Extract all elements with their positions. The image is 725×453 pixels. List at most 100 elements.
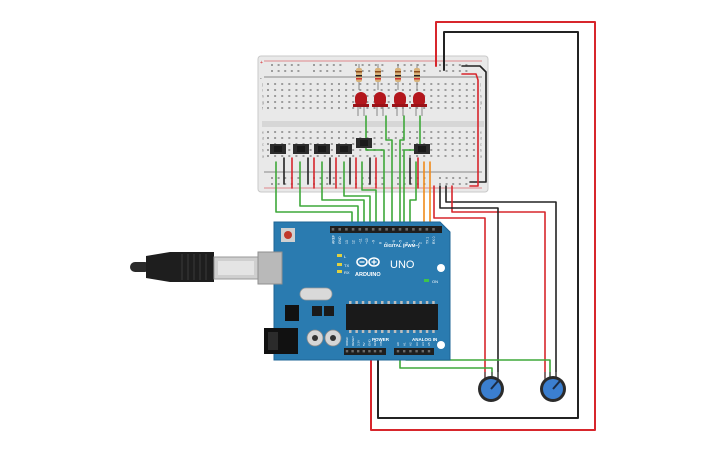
wire-green-led2[interactable] (385, 115, 393, 233)
analog-pin-label: A4 (421, 342, 425, 346)
wire-green-btn5[interactable] (361, 161, 377, 233)
wire-red-right-rail[interactable] (461, 73, 479, 187)
digital-pin-label: ~3 (412, 240, 416, 244)
rail-plus-label: + (260, 60, 263, 66)
breadboard-row-label: j (261, 83, 263, 87)
breadboard-row-label: e (480, 131, 482, 135)
breadboard-row-label: j (479, 83, 481, 87)
wire-green-btn2[interactable] (299, 161, 359, 233)
led-rx (337, 270, 342, 273)
led-3[interactable] (392, 92, 408, 116)
breadboard-row-label: g (480, 101, 482, 105)
breadboard-row-label: d (262, 137, 264, 141)
digital-pin-label: ~5 (399, 240, 403, 244)
wire-green-led1[interactable] (365, 115, 385, 233)
digital-pin-label: 8 (378, 242, 382, 244)
wire-green-led3[interactable] (399, 115, 405, 233)
led-on (424, 279, 429, 282)
arduino-uno-board[interactable]: DIGITAL (PWM~) ARDUINO UNO L TX RX ON PO… (257, 221, 451, 361)
digital-pin-label: 2 (419, 242, 423, 244)
breadboard-row-label: b (262, 149, 264, 153)
digital-pin-label: TX 1 (425, 237, 429, 244)
analog-pin-label: A5 (427, 342, 431, 346)
digital-pin-label: 7 (385, 242, 389, 244)
push-button-1[interactable] (270, 144, 286, 154)
on-label: ON (432, 279, 438, 284)
breadboard-row-label: h (262, 95, 264, 99)
breadboard-row-label: f (262, 107, 263, 111)
led-tx-label: TX (344, 263, 349, 268)
digital-pin-label: GND (338, 236, 342, 244)
usb-cable[interactable] (130, 252, 259, 282)
led-l (337, 254, 342, 257)
wire-green-led4[interactable] (403, 115, 421, 233)
potentiometer-2[interactable] (540, 372, 566, 402)
led-rx-label: RX (344, 270, 350, 275)
wire-red-pot2[interactable] (433, 185, 486, 379)
breadboard-row-label: c (262, 143, 264, 147)
digital-pin-label: ~10 (365, 238, 369, 244)
breadboard-row-label: d (480, 137, 482, 141)
potentiometer-1[interactable] (478, 372, 504, 402)
digital-pin-label: ~11 (358, 238, 362, 244)
breadboard-row-label: f (480, 107, 481, 111)
led-l-label: L (344, 254, 347, 259)
breadboard-row-label: g (262, 101, 264, 105)
breadboard-row-label: a (480, 155, 482, 159)
led-tx (337, 263, 342, 266)
push-buttons (270, 138, 430, 154)
led-2[interactable] (372, 92, 388, 116)
resistor-1[interactable] (356, 64, 362, 90)
wire-black-right-rail[interactable] (461, 65, 487, 183)
push-button-5[interactable] (356, 138, 372, 148)
breadboard-row-label: h (480, 95, 482, 99)
analog-pin-label: A2 (409, 342, 413, 346)
led-1[interactable] (353, 92, 369, 116)
resistor-2[interactable] (375, 64, 381, 90)
resistor-4[interactable] (414, 64, 420, 90)
power-label: POWER (372, 337, 390, 342)
breadboard-row-label: a (262, 155, 264, 159)
wire-green-btn6[interactable] (409, 161, 417, 233)
breadboard-row-label: e (262, 131, 264, 135)
power-pin-label: 3.3V (356, 340, 360, 346)
wires (275, 21, 596, 431)
push-button-6[interactable] (414, 144, 430, 154)
led-4[interactable] (411, 92, 427, 116)
wire-black-pot2[interactable] (439, 185, 499, 379)
push-button-3[interactable] (314, 144, 330, 154)
resistor-3[interactable] (395, 64, 401, 90)
digital-label: DIGITAL (PWM~) (384, 243, 420, 248)
led-group (353, 64, 427, 116)
power-pin-label: RESET (351, 336, 355, 346)
arduino-logo (356, 257, 380, 267)
breadboard-row-label: c (480, 143, 482, 147)
power-pin-label: VIN (379, 341, 383, 346)
breadboard-row-label: i (480, 89, 481, 93)
analog-label: ANALOG IN (412, 337, 437, 342)
wire-green-btn3[interactable] (321, 161, 365, 233)
digital-pin-label: AREF (332, 235, 336, 244)
push-button-2[interactable] (293, 144, 309, 154)
wire-black-outer[interactable] (377, 31, 579, 419)
wire-green-btn4[interactable] (343, 161, 371, 233)
atmega-chip (346, 301, 438, 333)
analog-pin-label: A3 (415, 342, 419, 346)
breadboard-row-label: i (262, 89, 263, 93)
digital-pin-label: ~9 (372, 240, 376, 244)
power-pin-label: GND (373, 339, 377, 347)
digital-pin-label: ~6 (392, 240, 396, 244)
power-pin-label: GND (368, 339, 372, 347)
wire-red-outer[interactable] (370, 21, 596, 431)
analog-pin-label: A0 (396, 342, 400, 346)
analog-pin-label: A1 (402, 342, 406, 346)
model-label: UNO (390, 259, 415, 271)
push-button-4[interactable] (336, 144, 352, 154)
wire-black-pot1[interactable] (445, 185, 557, 379)
digital-pin-label: 13 (345, 240, 349, 244)
rail-minus-label: - (260, 76, 262, 82)
power-pin-label: 5V (362, 342, 366, 346)
digital-pin-label: 4 (405, 242, 409, 244)
digital-pin-label: 12 (352, 240, 356, 244)
